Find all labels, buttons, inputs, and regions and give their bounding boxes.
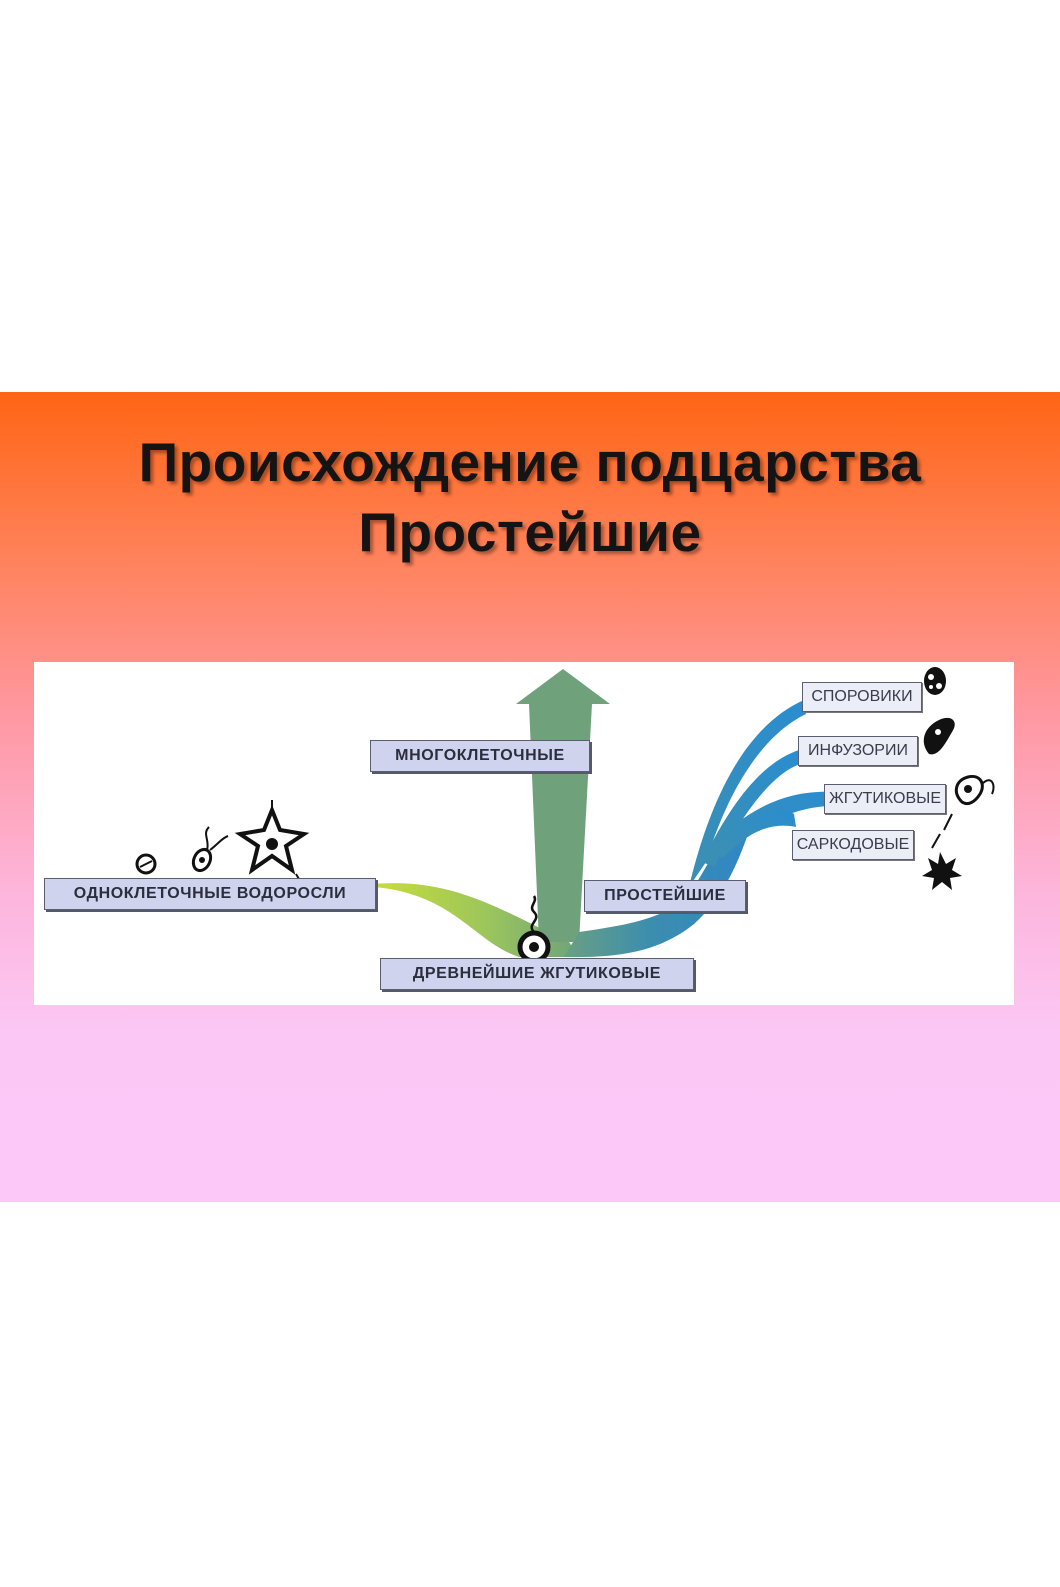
protozoa-box: ПРОСТЕЙШИЕ xyxy=(584,880,746,912)
zhgutikovye-branch xyxy=(710,791,834,858)
multicellular-box: МНОГОКЛЕТОЧНЫЕ xyxy=(370,740,590,772)
unicellular-algae-box: ОДНОКЛЕТОЧНЫЕ ВОДОРОСЛИ xyxy=(44,878,376,910)
sporoviki-label: СПОРОВИКИ xyxy=(802,682,922,712)
diagram-graphics xyxy=(135,667,995,964)
ancient-flagellates-box: ДРЕВНЕЙШИЕ ЖГУТИКОВЫЕ xyxy=(380,958,694,990)
algae-round-cell-icon xyxy=(135,853,157,875)
sarkodovye-label: САРКОДОВЫЕ xyxy=(792,830,914,860)
multicellular-arrow xyxy=(516,669,610,942)
slide-background: Происхождение подцарства Простейшие xyxy=(0,392,1060,1202)
slide-title-line2: Простейшие xyxy=(358,501,702,563)
infuzorii-icon xyxy=(923,717,955,755)
slide-title-line1: Происхождение подцарства xyxy=(138,431,922,493)
evolution-diagram: МНОГОКЛЕТОЧНЫЕ ОДНОКЛЕТОЧНЫЕ ВОДОРОСЛИ П… xyxy=(34,662,1014,1005)
algae-star-icon xyxy=(234,800,310,885)
sporoviki-branch xyxy=(689,700,806,887)
infuzorii-label: ИНФУЗОРИИ xyxy=(798,736,918,766)
sarkodovye-icon xyxy=(922,852,962,890)
algae-flagellate-icon xyxy=(191,826,229,873)
zhgutikovye-icon xyxy=(931,774,995,849)
zhgutikovye-label: ЖГУТИКОВЫЕ xyxy=(824,784,946,814)
sarkodovye-branch xyxy=(718,810,796,852)
sporoviki-icon xyxy=(924,667,946,695)
